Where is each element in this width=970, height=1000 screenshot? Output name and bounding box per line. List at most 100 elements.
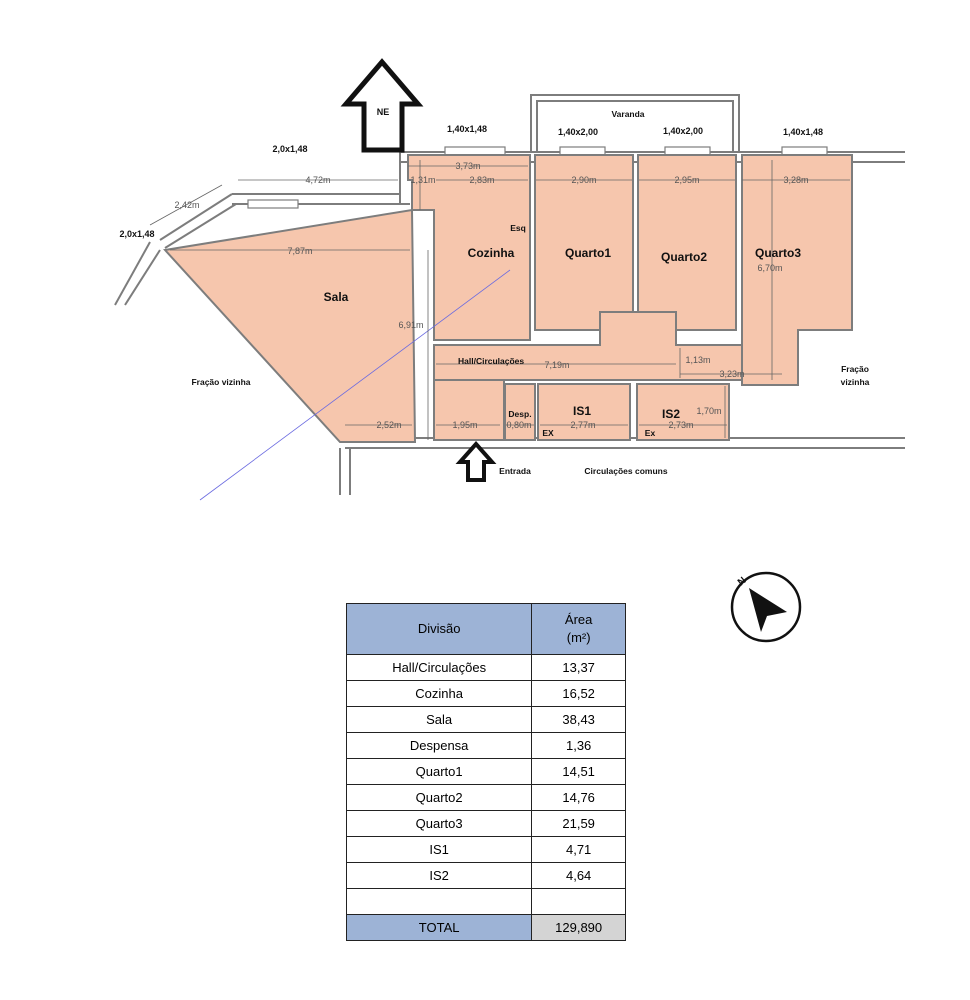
- label-entrada: Entrada: [499, 466, 531, 476]
- total-value: 129,890: [531, 914, 626, 941]
- dim-277: 2,77m: [570, 420, 595, 430]
- dim-787: 7,87m: [287, 246, 312, 256]
- total-row: TOTAL 129,890: [345, 914, 626, 941]
- dim-283: 2,83m: [469, 175, 494, 185]
- dim-170: 1,70m: [696, 406, 721, 416]
- room-label-quarto3: Quarto3: [755, 246, 801, 260]
- cell-divisao: Quarto3: [345, 810, 533, 837]
- dim-080: 0,80m: [506, 420, 531, 430]
- window-label-cozinha: 1,40x1,48: [447, 124, 487, 134]
- dimension-lines: [149, 160, 850, 440]
- label-ex-1: EX: [542, 428, 554, 438]
- room-is1: [537, 383, 631, 441]
- label-ex-2: Ex: [645, 428, 656, 438]
- room-quarto2: [637, 154, 737, 331]
- room-label-hall: Hall/Circulações: [458, 356, 524, 366]
- dim-113: 1,13m: [685, 355, 710, 365]
- dim-691: 6,91m: [398, 320, 423, 330]
- header-divisao: Divisão: [345, 603, 533, 655]
- dim-252: 2,52m: [376, 420, 401, 430]
- reference-line: [199, 269, 511, 501]
- window-label-quarto1: 1,40x2,00: [558, 127, 598, 137]
- room-desp: [504, 383, 536, 441]
- room-corridor: [433, 379, 505, 441]
- dim-328: 3,28m: [783, 175, 808, 185]
- label-varanda: Varanda: [611, 109, 644, 119]
- window-label-quarto2: 1,40x2,00: [663, 126, 703, 136]
- header-area-label: Área: [564, 612, 593, 627]
- table-row: [345, 888, 626, 915]
- cell-area: 16,52: [531, 680, 626, 707]
- window-label-left: 2,0x1,48: [119, 229, 154, 239]
- label-fracao-vizinha-right-1: Fração: [841, 364, 869, 374]
- cell-divisao: IS1: [345, 836, 533, 863]
- dim-273: 2,73m: [668, 420, 693, 430]
- cell-area: 4,64: [531, 862, 626, 889]
- floor-plan: NE Sala Cozinha Quarto1 Quarto2 Quarto3 …: [114, 58, 905, 501]
- header-area-unit: (m²): [566, 630, 591, 645]
- cell-area: 1,36: [531, 732, 626, 759]
- room-quarto3: [741, 154, 853, 386]
- dim-242: 2,42m: [174, 200, 199, 210]
- dim-290: 2,90m: [571, 175, 596, 185]
- cell-divisao: [345, 888, 533, 915]
- room-label-desp: Desp.: [508, 409, 531, 419]
- north-arrow: NE: [340, 58, 424, 153]
- room-label-cozinha: Cozinha: [468, 246, 515, 260]
- window-label-quarto3: 1,40x1,48: [783, 127, 823, 137]
- cell-divisao: IS2: [345, 862, 533, 889]
- room-label-is2: IS2: [662, 407, 680, 421]
- room-sala: [163, 208, 417, 443]
- room-hall: [433, 311, 743, 381]
- dim-195: 1,95m: [452, 420, 477, 430]
- window-marks: [247, 146, 828, 209]
- total-label: TOTAL: [345, 914, 533, 941]
- room-quarto1: [534, 154, 634, 331]
- window-label-left-top: 2,0x1,48: [272, 144, 307, 154]
- dim-295: 2,95m: [674, 175, 699, 185]
- dim-719: 7,19m: [544, 360, 569, 370]
- cell-divisao: Hall/Circulações: [345, 654, 533, 681]
- dim-373: 3,73m: [455, 161, 480, 171]
- room-cozinha: [407, 154, 531, 341]
- cell-divisao: Quarto1: [345, 758, 533, 785]
- room-label-sala: Sala: [324, 290, 349, 304]
- rooms: [163, 154, 853, 443]
- cell-divisao: Despensa: [345, 732, 533, 759]
- label-circulacoes-comuns: Circulações comuns: [584, 466, 667, 476]
- entrance-arrow: [455, 440, 497, 482]
- cell-area: 14,51: [531, 758, 626, 785]
- room-is2: [636, 383, 730, 441]
- dim-323: 3,23m: [719, 369, 744, 379]
- dim-670: 6,70m: [757, 263, 782, 273]
- header-area: Área (m²): [531, 603, 626, 655]
- cell-area: 4,71: [531, 836, 626, 863]
- north-arrow-label: NE: [377, 107, 390, 117]
- cell-divisao: Cozinha: [345, 680, 533, 707]
- room-label-esq: Esq: [510, 223, 526, 233]
- table-header-row: Divisão Área (m²): [345, 603, 626, 655]
- cell-area: 21,59: [531, 810, 626, 837]
- label-fracao-vizinha-right-2: vizinha: [841, 377, 870, 387]
- label-fracao-vizinha-left: Fração vizinha: [191, 377, 250, 387]
- compass-icon: N: [730, 571, 802, 643]
- cell-divisao: Quarto2: [345, 784, 533, 811]
- cell-area: 13,37: [531, 654, 626, 681]
- cell-divisao: Sala: [345, 706, 533, 733]
- room-label-is1: IS1: [573, 404, 591, 418]
- cell-area: 38,43: [531, 706, 626, 733]
- dim-131: 1,31m: [410, 175, 435, 185]
- dim-472: 4,72m: [305, 175, 330, 185]
- cell-area: 14,76: [531, 784, 626, 811]
